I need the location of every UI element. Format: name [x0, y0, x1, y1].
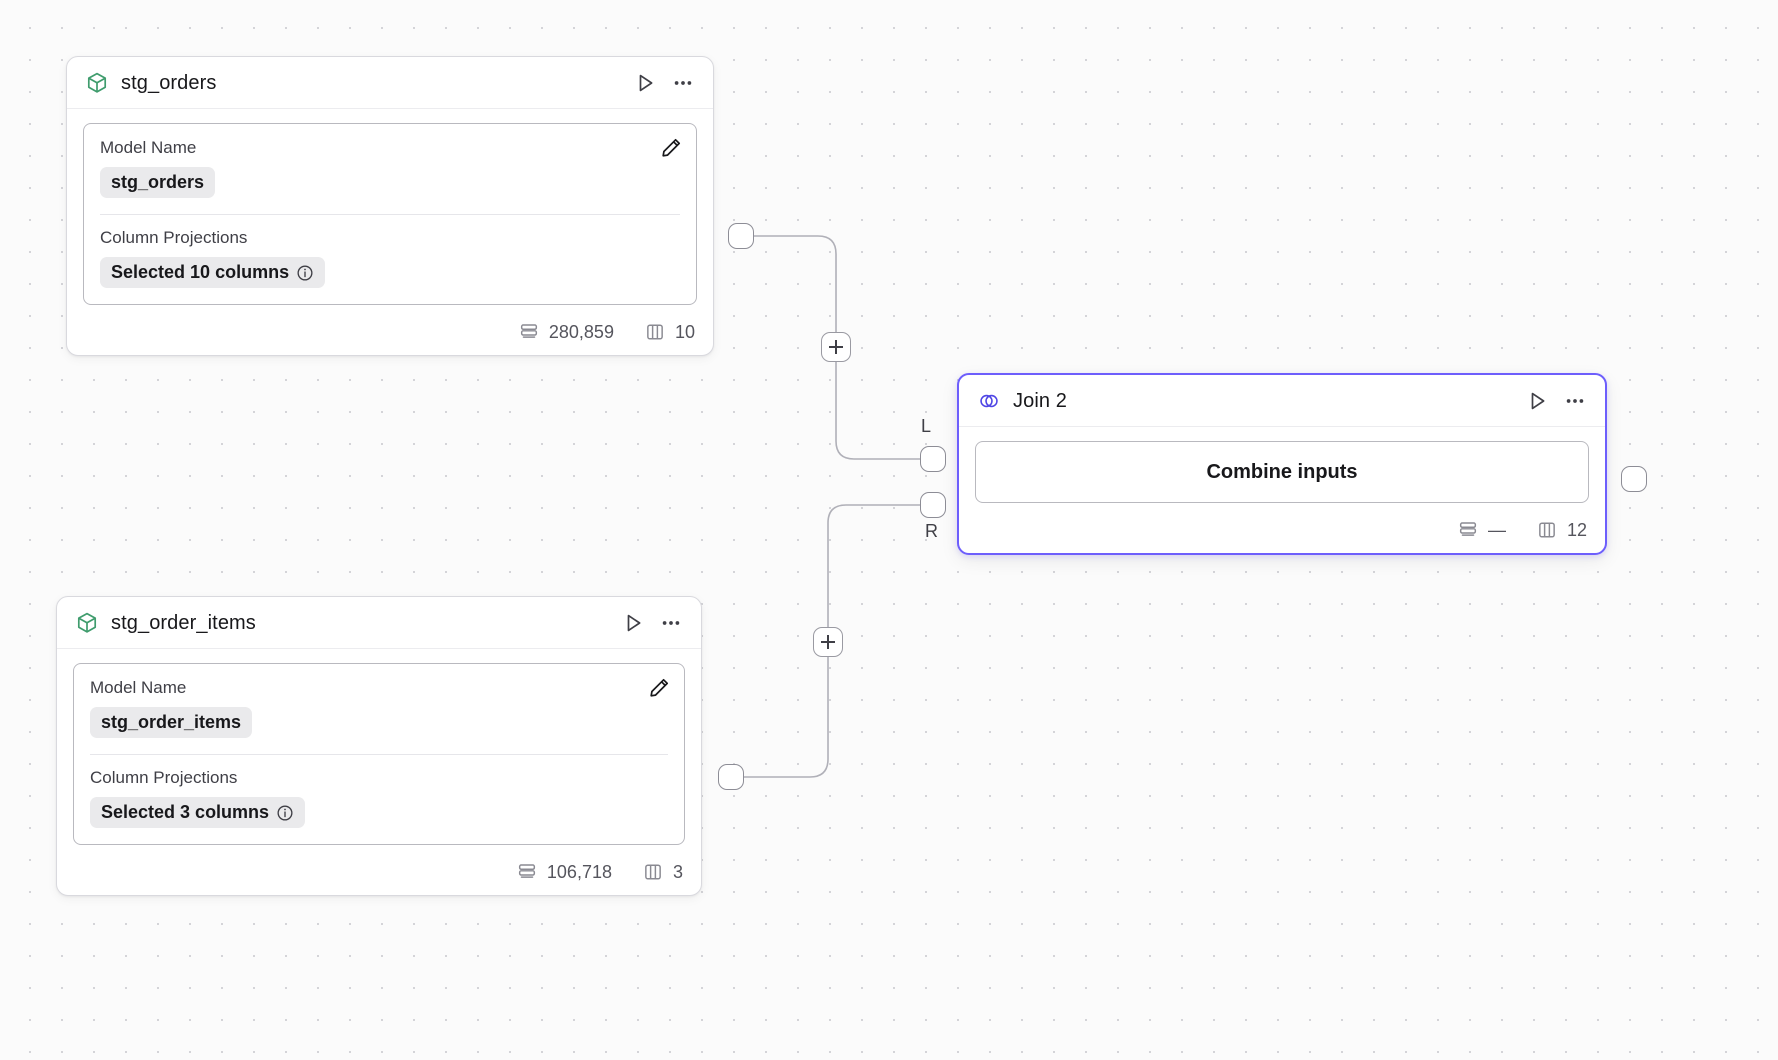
play-icon[interactable]	[621, 611, 645, 635]
model-name-label: Model Name	[100, 138, 197, 157]
node-header: stg_order_items	[57, 597, 701, 649]
node-header: stg_orders	[67, 57, 713, 109]
row-count-stat: 106,718	[516, 861, 612, 883]
play-icon[interactable]	[633, 71, 657, 95]
column-projections-value: Selected 10 columns	[111, 262, 290, 282]
output-handle-stg-orders[interactable]	[728, 223, 754, 249]
row-count-stat: 280,859	[518, 321, 614, 343]
model-name-label: Model Name	[90, 678, 187, 697]
node-title: stg_order_items	[111, 611, 256, 634]
play-icon[interactable]	[1525, 389, 1549, 413]
model-name-chip[interactable]: stg_orders	[100, 167, 216, 198]
edit-pencil-icon[interactable]	[647, 676, 671, 700]
add-node-on-edge-button-top[interactable]	[821, 332, 851, 362]
columns-icon	[644, 321, 666, 343]
column-projections-chip[interactable]: Selected 3 columns	[90, 797, 306, 828]
input-handle-label-right: R	[925, 521, 938, 541]
rows-icon	[518, 321, 540, 343]
input-handle-right[interactable]	[920, 492, 946, 518]
model-config-panel[interactable]: Model Name stg_order_items Column Projec…	[73, 663, 685, 845]
column-projections-label: Column Projections	[100, 228, 248, 247]
columns-icon	[1536, 519, 1558, 541]
node-title: Join 2	[1013, 389, 1067, 412]
model-config-panel[interactable]: Model Name stg_orders Column Projections…	[83, 123, 697, 305]
rows-value: 280,859	[548, 321, 614, 342]
input-handle-left[interactable]	[920, 446, 946, 472]
node-footer: — 12	[959, 511, 1605, 553]
node-header-actions	[621, 611, 683, 635]
add-node-on-edge-button-bottom[interactable]	[813, 627, 843, 657]
info-icon[interactable]	[276, 804, 294, 822]
columns-icon	[642, 861, 664, 883]
output-handle-stg-order-items[interactable]	[718, 764, 744, 790]
node-header-actions	[633, 71, 695, 95]
node-header: Join 2	[959, 375, 1605, 427]
more-options-icon[interactable]	[671, 71, 695, 95]
panel-divider	[100, 214, 680, 215]
more-options-icon[interactable]	[1563, 389, 1587, 413]
venn-join-icon	[977, 389, 1001, 413]
node-body: Combine inputs	[959, 427, 1605, 511]
edit-pencil-icon[interactable]	[659, 136, 683, 160]
more-options-icon[interactable]	[659, 611, 683, 635]
cube-icon	[85, 71, 109, 95]
column-projections-value: Selected 3 columns	[101, 802, 270, 822]
input-handle-label-left: L	[921, 416, 932, 436]
model-name-chip[interactable]: stg_order_items	[90, 707, 253, 738]
model-name-value: stg_orders	[111, 172, 205, 192]
rows-value: —	[1487, 519, 1506, 540]
column-projections-label: Column Projections	[90, 768, 238, 787]
rows-value: 106,718	[546, 861, 612, 882]
info-icon[interactable]	[296, 264, 314, 282]
panel-divider	[90, 754, 668, 755]
column-projections-chip[interactable]: Selected 10 columns	[100, 257, 326, 288]
column-count-stat: 12	[1536, 519, 1587, 541]
node-footer: 280,859 10	[67, 313, 713, 355]
rows-icon	[1457, 519, 1479, 541]
column-count-stat: 10	[644, 321, 695, 343]
combine-inputs-label: Combine inputs	[1206, 460, 1358, 483]
column-count-stat: 3	[642, 861, 683, 883]
cube-icon	[75, 611, 99, 635]
output-handle-join-2[interactable]	[1621, 466, 1647, 492]
combine-inputs-box[interactable]: Combine inputs	[975, 441, 1589, 503]
columns-value: 10	[674, 321, 695, 342]
columns-value: 3	[672, 861, 683, 882]
columns-value: 12	[1566, 519, 1587, 540]
node-body: Model Name stg_order_items Column Projec…	[57, 649, 701, 853]
rows-icon	[516, 861, 538, 883]
node-footer: 106,718 3	[57, 853, 701, 895]
node-stg-order-items[interactable]: stg_order_items	[56, 596, 702, 896]
model-name-value: stg_order_items	[101, 712, 242, 732]
node-body: Model Name stg_orders Column Projections…	[67, 109, 713, 313]
node-stg-orders[interactable]: stg_orders	[66, 56, 714, 356]
node-join-2[interactable]: Join 2 Combine inputs	[957, 373, 1607, 555]
node-header-actions	[1525, 389, 1587, 413]
node-title: stg_orders	[121, 71, 217, 94]
row-count-stat: —	[1457, 519, 1506, 541]
